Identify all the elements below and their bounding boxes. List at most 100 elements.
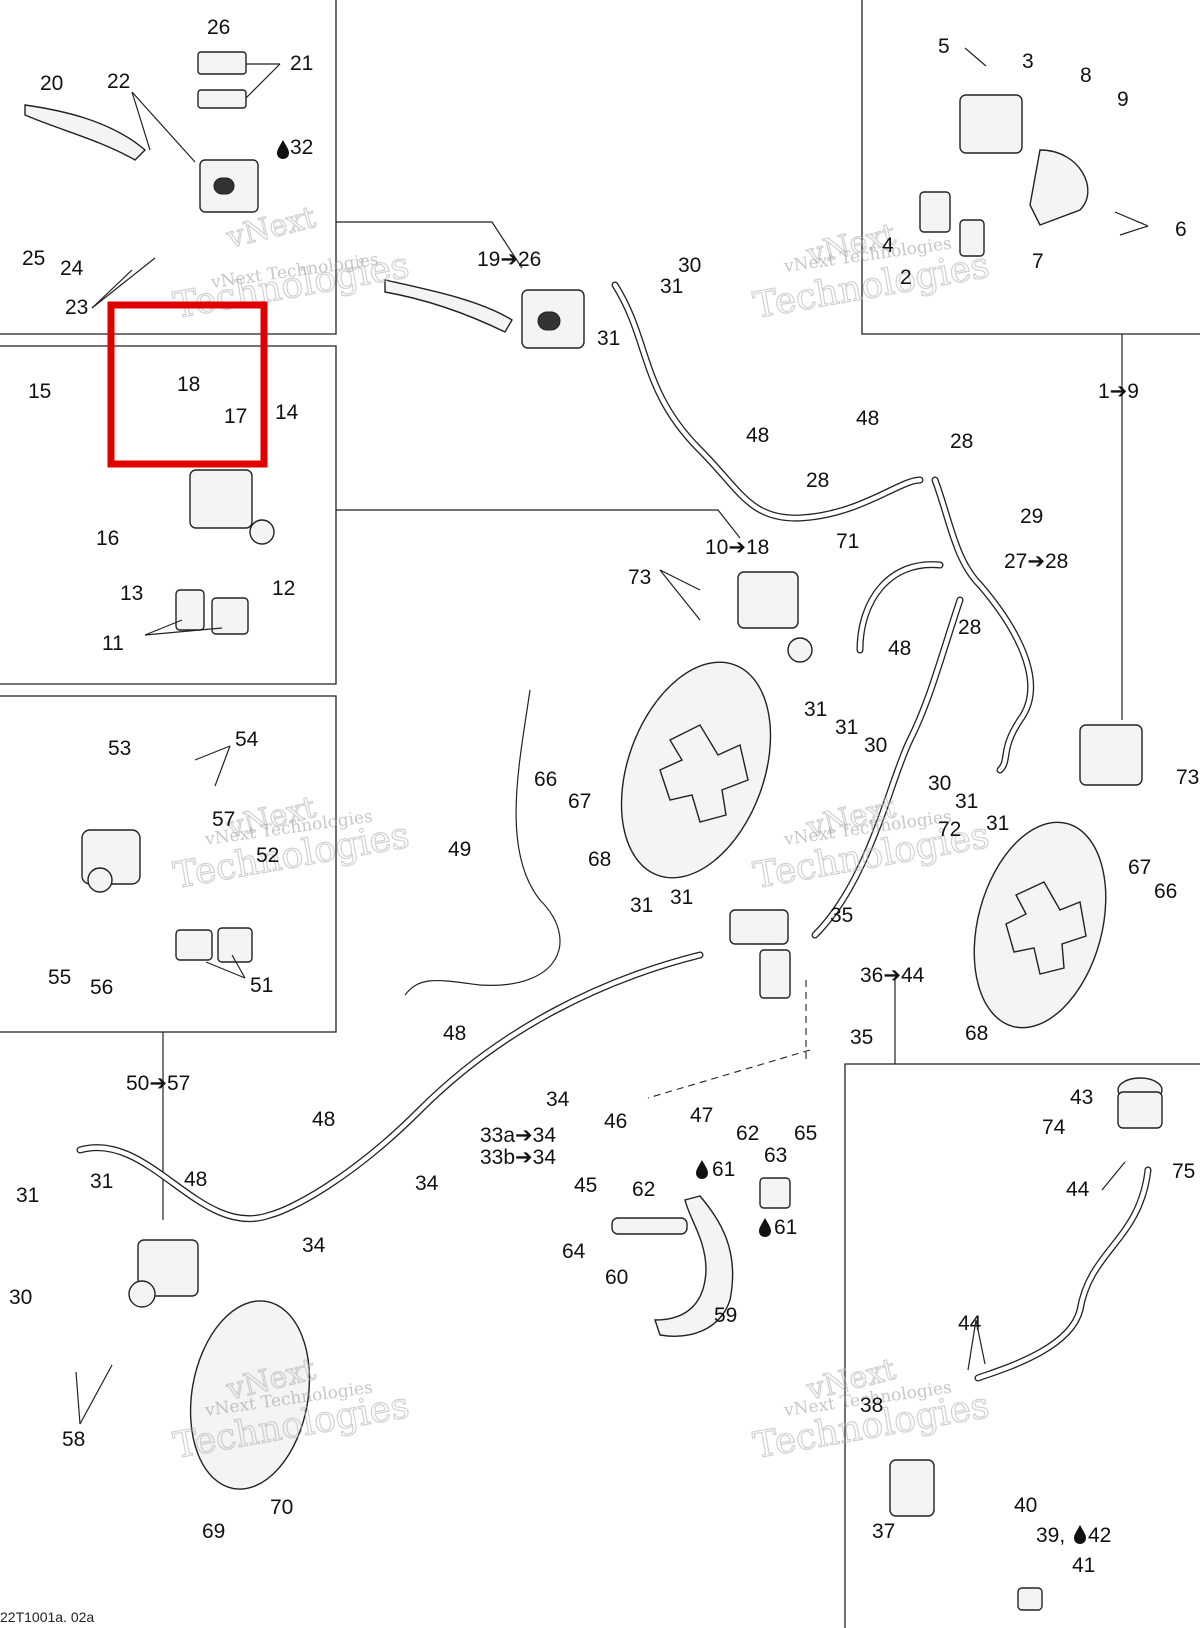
oil-drop-icon — [1074, 1525, 1086, 1544]
callout: 41 — [1072, 1554, 1095, 1577]
callout: 24 — [60, 257, 84, 280]
callout: 31 — [16, 1184, 39, 1207]
callout: 15 — [28, 380, 51, 403]
callout: 39, — [1036, 1524, 1065, 1547]
callout: 19➔26 — [477, 248, 541, 271]
callout: 4 — [882, 234, 894, 257]
callout: 74 — [1042, 1116, 1066, 1139]
callout: 62 — [632, 1178, 655, 1201]
callout: 25 — [22, 247, 45, 270]
callout: 50➔57 — [126, 1072, 190, 1095]
callout: 20 — [40, 72, 63, 95]
callout: 6 — [1175, 218, 1187, 241]
callout: 44 — [1066, 1178, 1090, 1201]
callout: 63 — [764, 1144, 787, 1167]
callout: 28 — [806, 469, 829, 492]
callout: 10➔18 — [705, 536, 769, 559]
callout: 29 — [1020, 505, 1043, 528]
callout: 62 — [736, 1122, 759, 1145]
callout: 49 — [448, 838, 471, 861]
callout: 13 — [120, 582, 143, 605]
callout: 22 — [107, 70, 130, 93]
callout: 2 — [900, 266, 912, 289]
callout: 55 — [48, 966, 71, 989]
callout: 75 — [1172, 1160, 1195, 1183]
callout: 12 — [272, 577, 295, 600]
callout: 71 — [836, 530, 859, 553]
callout: 67 — [568, 790, 591, 813]
callout: 59 — [714, 1304, 737, 1327]
callout: 58 — [62, 1428, 85, 1451]
callout: 57 — [212, 808, 235, 831]
callout: 61 — [712, 1158, 735, 1181]
callout: 54 — [235, 728, 259, 751]
callout: 43 — [1070, 1086, 1093, 1109]
callout: 35 — [850, 1026, 873, 1049]
highlight-box — [107, 301, 268, 468]
callout: 36➔44 — [860, 964, 925, 987]
callout-labels: 20 22 26 21 32 25 24 23 5 3 8 9 4 2 7 6 … — [9, 16, 1199, 1577]
oil-drop-icon — [696, 1160, 708, 1179]
callout: 45 — [574, 1174, 597, 1197]
callout: 68 — [965, 1022, 988, 1045]
callout: 64 — [562, 1240, 586, 1263]
callout: 47 — [690, 1104, 713, 1127]
callout: 31 — [630, 894, 653, 917]
callout: 48 — [888, 637, 911, 660]
callout: 28 — [950, 430, 973, 453]
callout: 73 — [1176, 766, 1199, 789]
callout: 31 — [670, 886, 693, 909]
callout: 32 — [290, 136, 313, 159]
callout: 17 — [224, 405, 247, 428]
callout: 34 — [546, 1088, 570, 1111]
callout: 52 — [256, 844, 279, 867]
callout: 11 — [102, 632, 124, 655]
callout: 44 — [958, 1312, 982, 1335]
callout: 68 — [588, 848, 611, 871]
callout: 31 — [986, 812, 1009, 835]
callout: 70 — [270, 1496, 293, 1519]
callout: 26 — [207, 16, 230, 39]
brake-hoses — [76, 281, 1152, 1382]
callout: 30 — [864, 734, 887, 757]
callout: 18 — [177, 373, 200, 396]
callout: 7 — [1032, 250, 1044, 273]
callout-leaders — [75, 47, 1149, 1425]
callout: 56 — [90, 976, 113, 999]
callout: 31 — [90, 1170, 113, 1193]
callout: 30 — [678, 254, 701, 277]
callout: 35 — [830, 904, 853, 927]
callout: 31 — [804, 698, 827, 721]
callout: 31 — [835, 716, 858, 739]
callout: 65 — [794, 1122, 817, 1145]
callout: 28 — [958, 616, 981, 639]
callout: 48 — [184, 1168, 207, 1191]
watermark-line2: Technologies — [170, 245, 412, 327]
callout: 48 — [443, 1022, 466, 1045]
callout: 21 — [290, 52, 313, 75]
callout: 23 — [65, 296, 88, 319]
oil-drop-icons — [277, 140, 1086, 1544]
callout: 1➔9 — [1098, 380, 1139, 403]
callout: 34 — [302, 1234, 326, 1257]
callout: 14 — [275, 401, 299, 424]
callout: 31 — [955, 790, 978, 813]
callout: 8 — [1080, 64, 1092, 87]
callout: 33b➔34 — [480, 1146, 556, 1169]
callout: 27➔28 — [1004, 550, 1068, 573]
figure-code: 22T1001a. 02a — [0, 1609, 94, 1625]
callout: 67 — [1128, 856, 1151, 879]
oil-drop-icon — [759, 1218, 771, 1237]
callout: 30 — [9, 1286, 32, 1309]
callout: 33a➔34 — [480, 1124, 556, 1147]
connector-lines — [162, 221, 1123, 1220]
callout: 40 — [1014, 1494, 1037, 1517]
callout: 3 — [1022, 50, 1034, 73]
callout: 60 — [605, 1266, 628, 1289]
oil-drop-icon — [277, 140, 289, 159]
callout: 61 — [774, 1216, 797, 1239]
callout: 69 — [202, 1520, 225, 1543]
callout: 34 — [415, 1172, 439, 1195]
